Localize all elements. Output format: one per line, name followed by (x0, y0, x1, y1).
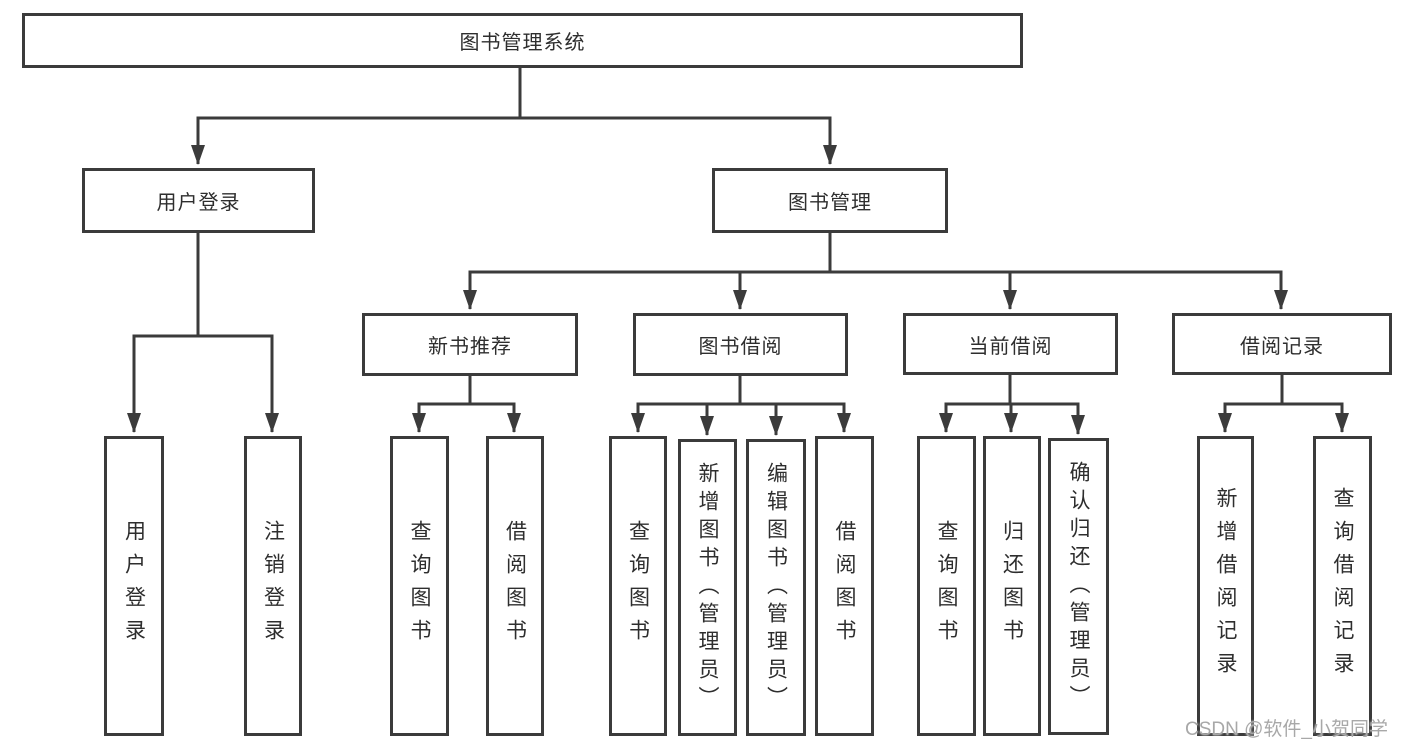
node-label: 归还图书 (1000, 520, 1024, 652)
node-label: 借阅记录 (1240, 335, 1324, 358)
node-label: 新书推荐 (428, 336, 512, 358)
node-label: 图书管理系统 (459, 32, 586, 54)
node-label: 确认归还（管理员） (1067, 460, 1090, 713)
node-label: 查询图书 (935, 520, 958, 652)
node-label: 新增图书（管理员） (696, 461, 719, 714)
node-root-library-system: 图书管理系统 (22, 13, 1023, 68)
leaf-borrow-books-recommend: 借阅图书 (486, 436, 544, 736)
node-label: 查询借阅记录 (1331, 487, 1354, 685)
node-label: 查询图书 (408, 520, 431, 652)
node-label: 图书管理 (788, 192, 872, 214)
node-label: 新增借阅记录 (1214, 487, 1237, 685)
leaf-edit-book-admin: 编辑图书（管理员） (746, 439, 806, 736)
leaf-return-books: 归还图书 (983, 436, 1041, 736)
node-label: 图书借阅 (698, 336, 783, 358)
node-label: 借阅图书 (833, 520, 856, 652)
leaf-add-borrow-record: 新增借阅记录 (1197, 436, 1254, 736)
csdn-watermark: CSDN @软件_小贺同学 (1185, 719, 1388, 740)
node-label: 当前借阅 (968, 335, 1053, 358)
leaf-user-login: 用户登录 (104, 436, 164, 736)
node-label: 查询图书 (626, 520, 650, 652)
node-new-book-recommendation: 新书推荐 (362, 313, 578, 376)
leaf-query-books-current: 查询图书 (917, 436, 976, 736)
node-label: 编辑图书（管理员） (764, 461, 788, 714)
node-label: 用户登录 (122, 520, 146, 652)
leaf-logout: 注销登录 (244, 436, 302, 736)
node-borrowing-records: 借阅记录 (1172, 313, 1392, 375)
node-book-management: 图书管理 (712, 168, 948, 233)
leaf-query-books-recommend: 查询图书 (390, 436, 449, 736)
node-book-borrowing: 图书借阅 (633, 313, 848, 376)
node-label: 借阅图书 (503, 520, 527, 652)
node-user-login: 用户登录 (82, 168, 315, 233)
leaf-borrow-books-borrowing: 借阅图书 (815, 436, 874, 736)
leaf-query-books-borrowing: 查询图书 (609, 436, 667, 736)
node-label: 用户登录 (156, 192, 241, 214)
leaf-query-borrow-record: 查询借阅记录 (1313, 436, 1372, 736)
node-label: 注销登录 (261, 520, 285, 652)
leaf-add-book-admin: 新增图书（管理员） (678, 439, 737, 736)
leaf-confirm-return-admin: 确认归还（管理员） (1048, 438, 1109, 735)
node-current-borrowing: 当前借阅 (903, 313, 1118, 375)
